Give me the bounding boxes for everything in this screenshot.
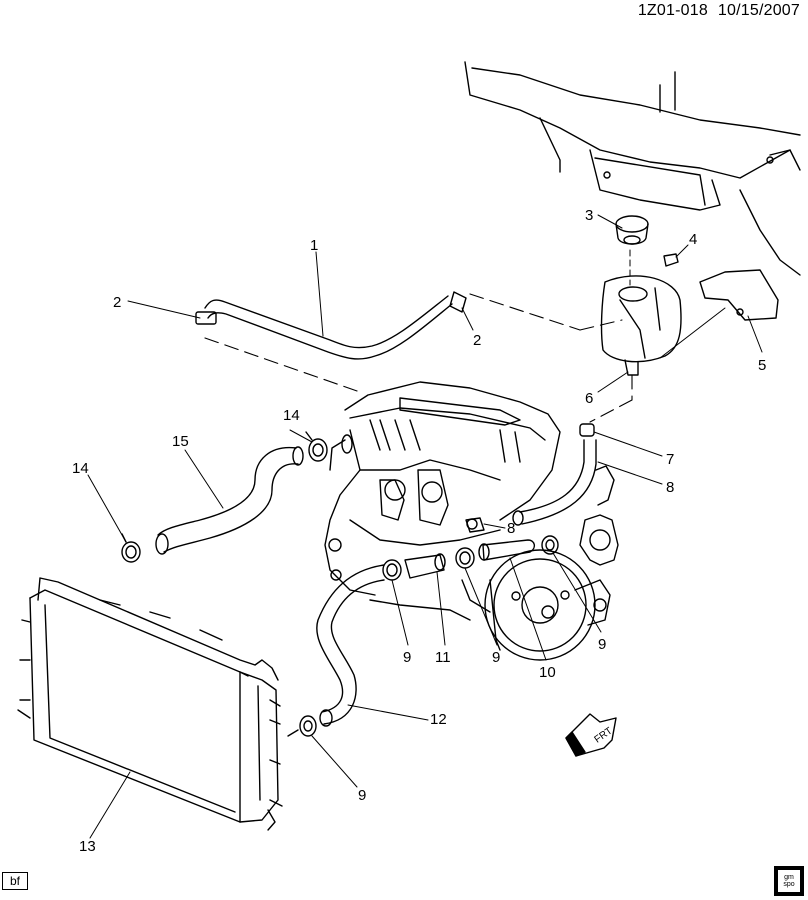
part-13-radiator (17, 577, 283, 831)
callout-10: 10 (539, 664, 556, 681)
callout-11: 11 (435, 649, 451, 666)
artist-tag: bf (2, 872, 28, 890)
callout-4: 4 (689, 231, 697, 248)
callout-9a: 9 (403, 649, 411, 666)
leader-lines (87, 214, 763, 839)
guide-lines (204, 293, 633, 423)
body-panel (464, 61, 801, 276)
callout-2b: 2 (473, 332, 481, 349)
part-10-hose (478, 539, 535, 561)
part-6-coolant-reservoir (600, 275, 682, 376)
callout-8a: 8 (666, 479, 674, 496)
callout-2a: 2 (113, 294, 121, 311)
part-3-cap (615, 215, 649, 286)
callout-1: 1 (310, 237, 318, 254)
callout-14b: 14 (72, 460, 89, 477)
part-8-clamp (465, 517, 485, 533)
doc-number: 1Z01-018 (637, 2, 708, 19)
callout-5: 5 (758, 357, 766, 374)
callout-6: 6 (585, 390, 593, 407)
engine-block (324, 381, 619, 661)
part-15-upper-hose (155, 446, 304, 555)
callouts: 1 2 2 3 4 5 6 7 8 8 9 9 9 9 10 11 12 13 … (72, 207, 766, 855)
part-9-clamps (287, 535, 559, 737)
callout-9c: 9 (598, 636, 606, 653)
part-4-fastener (663, 253, 679, 267)
document-id: 1Z01-018 10/15/2007 (628, 2, 800, 20)
front-direction-arrow (565, 713, 617, 757)
part-8-hose-upper (512, 439, 597, 526)
doc-date: 10/15/2007 (717, 2, 800, 19)
callout-12: 12 (430, 711, 447, 728)
part-7-grommet (579, 423, 595, 437)
callout-7: 7 (666, 451, 674, 468)
callout-9b: 9 (492, 649, 500, 666)
callout-14a: 14 (283, 407, 300, 424)
part-1-overflow-hose (195, 291, 467, 360)
callout-8b: 8 (507, 520, 515, 537)
callout-15: 15 (172, 433, 189, 450)
gm-spo-logo: gm spo (774, 866, 804, 896)
part-5-bracket (659, 269, 779, 359)
part-11-hose (404, 553, 446, 579)
part-12-lower-hose (316, 564, 385, 727)
callout-3: 3 (585, 207, 593, 224)
callout-9d: 9 (358, 787, 366, 804)
callout-13: 13 (79, 838, 96, 855)
gm-spo-logo-text: gm spo (778, 870, 800, 892)
